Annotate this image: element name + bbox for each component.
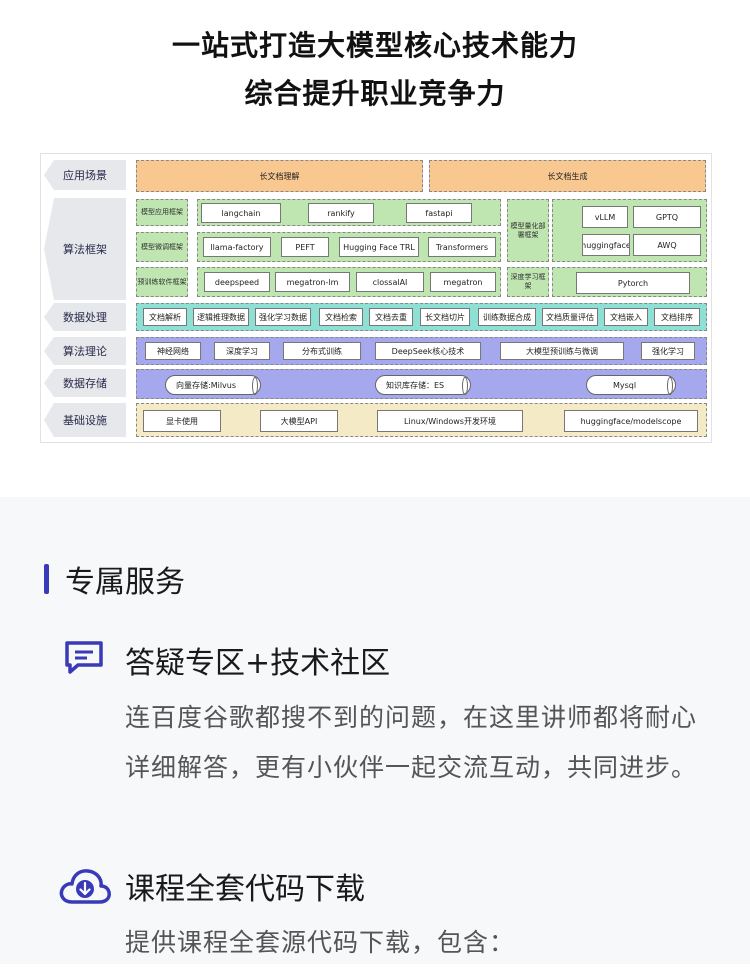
service-title: 课程全套代码下载 xyxy=(125,872,365,907)
quant-band: vLLM GPTQ huggingface AWQ xyxy=(552,199,707,262)
framework-finetune-band: llama-factory PEFT Hugging Face TRL Tran… xyxy=(197,232,501,262)
infrastructure-item: huggingface/modelscope xyxy=(564,410,698,432)
data-processing-item: 强化学习数据 xyxy=(255,308,311,326)
framework-sub-label: 模型微调框架 xyxy=(136,232,188,262)
framework-item: langchain xyxy=(201,203,281,223)
infrastructure-item: 大模型API xyxy=(260,410,338,432)
framework-item: Pytorch xyxy=(576,272,690,294)
framework-app-band: langchain rankify fastapi xyxy=(197,199,501,226)
application-band-2: 长文档生成 xyxy=(429,160,706,192)
framework-sub-label: 预训练软件框架 xyxy=(136,267,188,297)
framework-pretrain-band: deepspeed megatron-lm clossalAI megatron xyxy=(197,267,501,297)
row-label-theory: 算法理论 xyxy=(44,337,126,365)
data-processing-item: 文档去重 xyxy=(369,308,413,326)
framework-item: megatron xyxy=(430,272,496,292)
theory-item: DeepSeek核心技术 xyxy=(375,342,481,360)
infrastructure-item: 显卡使用 xyxy=(143,410,221,432)
service-desc: 提供课程全套源代码下载，包含： xyxy=(125,928,516,957)
framework-item: Transformers xyxy=(428,237,496,257)
data-processing-item: 文档嵌入 xyxy=(604,308,648,326)
framework-item: vLLM xyxy=(582,206,628,228)
data-processing-item: 文档检索 xyxy=(319,308,363,326)
theory-item: 大模型预训练与微调 xyxy=(500,342,624,360)
storage-item: 向量存储:Milvus xyxy=(165,375,261,395)
section-title: 专属服务 xyxy=(65,565,185,600)
framework-item: huggingface xyxy=(582,234,630,256)
row-label-framework: 算法框架 xyxy=(44,198,126,300)
dl-label: 深度学习框架 xyxy=(507,267,549,297)
storage-band: 向量存储:Milvus 知识库存储：ES Mysql xyxy=(136,369,707,399)
data-processing-item: 文档质量评估 xyxy=(542,308,598,326)
row-label-data-processing: 数据处理 xyxy=(44,303,126,331)
framework-item: deepspeed xyxy=(204,272,270,292)
framework-item: llama-factory xyxy=(203,237,271,257)
framework-item: PEFT xyxy=(281,237,329,257)
service-title: 答疑专区+技术社区 xyxy=(125,646,391,681)
application-band-1: 长文档理解 xyxy=(136,160,423,192)
row-label-infrastructure: 基础设施 xyxy=(44,403,126,437)
services-section xyxy=(0,497,750,964)
framework-item: Hugging Face TRL xyxy=(339,237,419,257)
framework-sub-label: 模型应用框架 xyxy=(136,199,188,226)
framework-item: fastapi xyxy=(406,203,472,223)
theory-item: 强化学习 xyxy=(641,342,695,360)
data-processing-item: 训练数据合成 xyxy=(478,308,536,326)
architecture-diagram: 应用场景 算法框架 数据处理 算法理论 数据存储 基础设施 长文档理解 长文档生… xyxy=(40,153,712,443)
storage-item: Mysql xyxy=(586,375,676,395)
framework-item: GPTQ xyxy=(633,206,701,228)
storage-item: 知识库存储：ES xyxy=(375,375,471,395)
hero-title-line2: 综合提升职业竞争力 xyxy=(244,77,506,110)
framework-item: rankify xyxy=(308,203,374,223)
service-desc: 连百度谷歌都搜不到的问题，在这里讲师都将耐心详细解答，更有小伙伴一起交流互动，共… xyxy=(125,703,698,782)
data-processing-band: 文档解析 逻辑推理数据 强化学习数据 文档检索 文档去重 长文档切片 训练数据合… xyxy=(136,303,707,331)
framework-item: AWQ xyxy=(633,234,701,256)
row-label-storage: 数据存储 xyxy=(44,369,126,397)
theory-item: 深度学习 xyxy=(214,342,270,360)
app-item: 长文档理解 xyxy=(259,171,300,181)
data-processing-item: 文档解析 xyxy=(143,308,187,326)
hero-section: 一站式打造大模型核心技术能力 综合提升职业竞争力 应用场景 算法框架 数据处理 … xyxy=(40,29,712,443)
framework-item: clossalAI xyxy=(356,272,424,292)
data-processing-item: 文档排序 xyxy=(654,308,700,326)
data-processing-item: 逻辑推理数据 xyxy=(193,308,249,326)
theory-band: 神经网络 深度学习 分布式训练 DeepSeek核心技术 大模型预训练与微调 强… xyxy=(136,337,707,365)
infrastructure-band: 显卡使用 大模型API Linux/Windows开发环境 huggingfac… xyxy=(136,403,707,437)
framework-item: megatron-lm xyxy=(275,272,350,292)
app-item: 长文档生成 xyxy=(547,171,588,181)
quant-label: 模型量化部署框架 xyxy=(507,199,549,262)
infrastructure-item: Linux/Windows开发环境 xyxy=(377,410,523,432)
cloud-download-icon xyxy=(58,866,112,906)
hero-title-line1: 一站式打造大模型核心技术能力 xyxy=(171,29,578,62)
theory-item: 分布式训练 xyxy=(283,342,361,360)
dl-band: Pytorch xyxy=(552,267,707,297)
data-processing-item: 长文档切片 xyxy=(420,308,470,326)
theory-item: 神经网络 xyxy=(145,342,201,360)
chat-icon xyxy=(64,640,106,676)
row-label-application: 应用场景 xyxy=(44,160,126,190)
section-header: 专属服务 xyxy=(44,557,185,601)
section-accent-bar xyxy=(44,564,49,594)
